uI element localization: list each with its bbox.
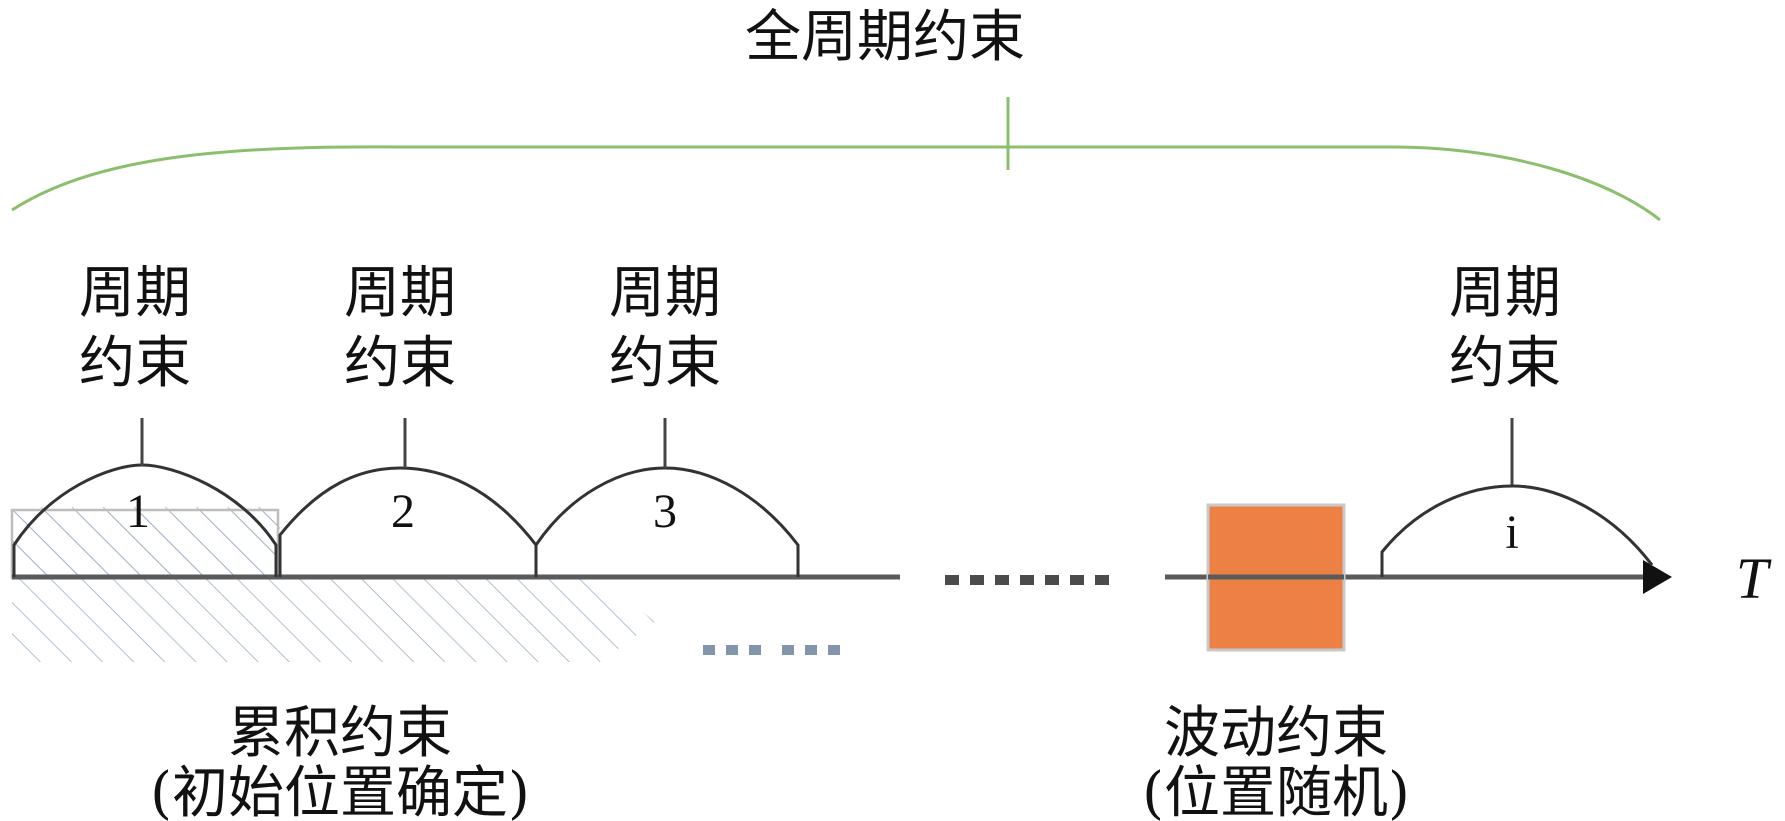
- period-1-box: [10, 508, 280, 580]
- fluctuation-constraint-title: 波动约束: [1164, 701, 1388, 766]
- period-2-label: 周期 约束: [344, 261, 456, 396]
- cumulative-constraint-title: 累积约束: [228, 701, 452, 766]
- fluctuation-constraint-subtitle: (位置随机): [1142, 761, 1410, 821]
- svg-text:周期: 周期: [1449, 261, 1561, 326]
- axis-gap-dots: [945, 575, 1109, 585]
- period-3-label: 周期 约束: [609, 261, 721, 396]
- period-i-index: i: [1505, 506, 1518, 559]
- period-i-label: 周期 约束: [1449, 261, 1561, 396]
- full-period-constraint-label: 全周期约束: [745, 5, 1025, 70]
- period-1-index: 1: [126, 485, 150, 538]
- period-1-label: 周期 约束: [79, 261, 191, 396]
- svg-text:约束: 约束: [1449, 331, 1561, 396]
- full-period-brace: [11, 97, 1661, 222]
- axis-arrow-head: [1643, 560, 1672, 594]
- svg-text:约束: 约束: [609, 331, 721, 396]
- svg-text:约束: 约束: [344, 331, 456, 396]
- period-i-arc: [1380, 484, 1654, 577]
- period-ticks: [140, 418, 1514, 485]
- svg-text:周期: 周期: [344, 261, 456, 326]
- svg-text:约束: 约束: [79, 331, 191, 396]
- svg-text:周期: 周期: [79, 261, 191, 326]
- time-axis-label: T: [1736, 546, 1772, 611]
- svg-text:周期: 周期: [609, 261, 721, 326]
- cumulative-continuation-dots: [703, 645, 840, 655]
- period-3-index: 3: [653, 485, 677, 538]
- period-2-index: 2: [391, 485, 415, 538]
- cumulative-constraint-subtitle: (初始位置确定): [150, 761, 530, 821]
